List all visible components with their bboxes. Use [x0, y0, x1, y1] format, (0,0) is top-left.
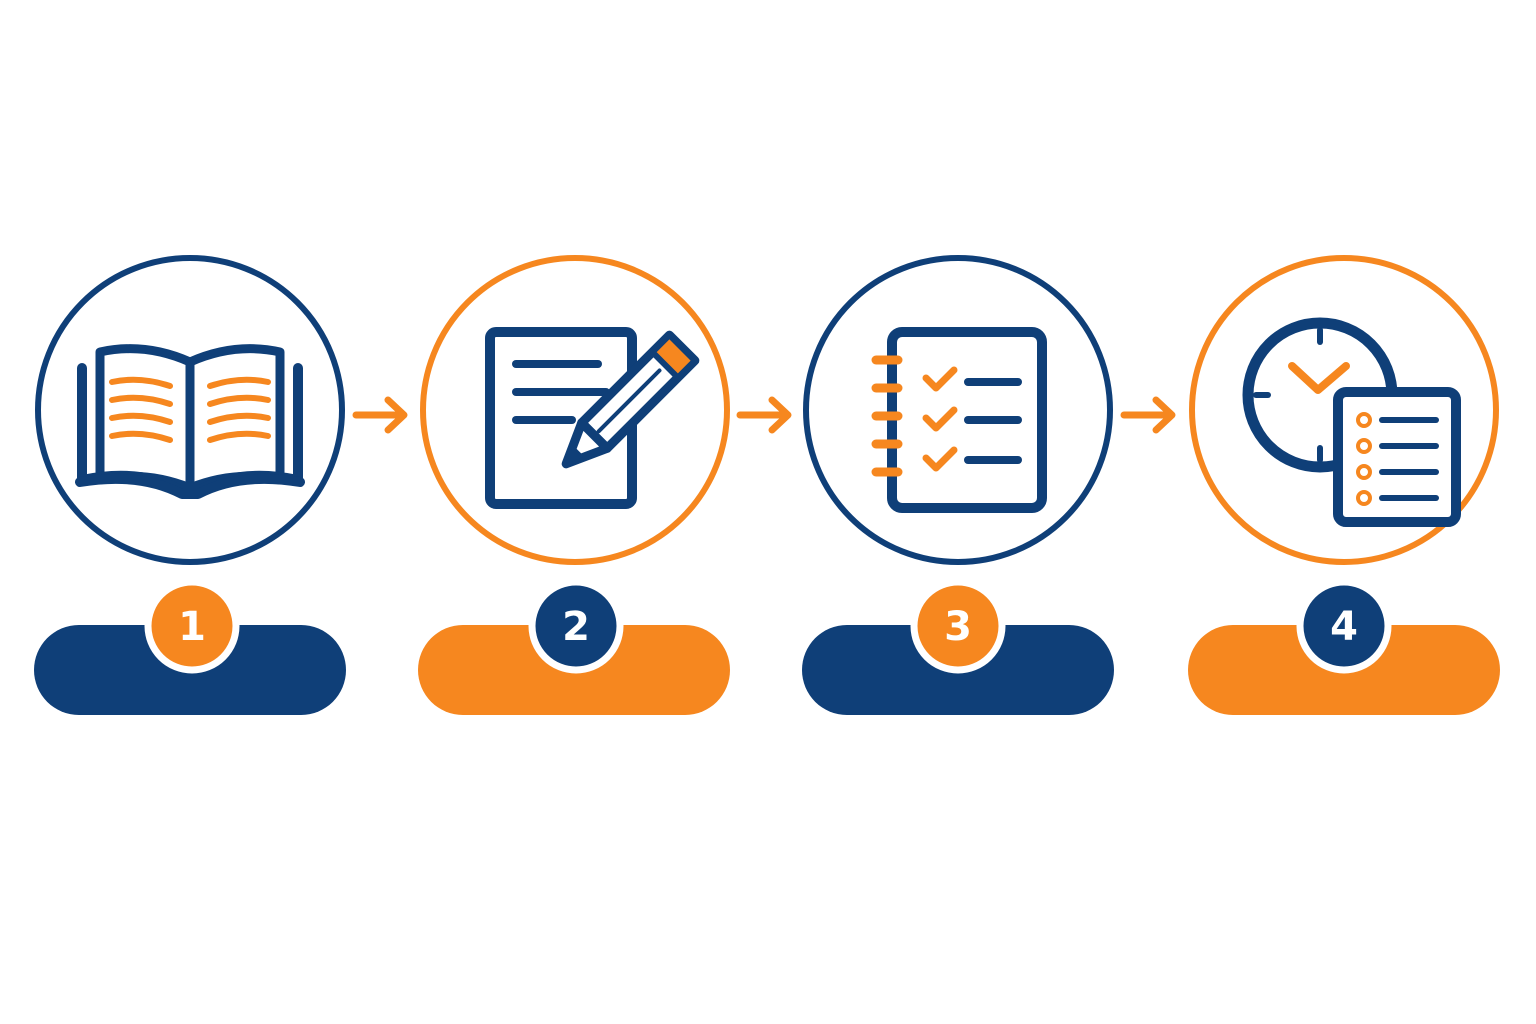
step-1-badge: [144, 578, 240, 674]
clock-schedule-icon: [1242, 317, 1461, 527]
step-3-ring: [803, 255, 1113, 565]
open-book-icon: [75, 344, 305, 499]
step-4-badge: [1296, 578, 1392, 674]
step-2-number: 2: [562, 604, 590, 650]
step-4-ring: [1189, 255, 1499, 565]
step-1: 1: [34, 255, 346, 715]
step-3-number: 3: [944, 604, 972, 650]
step-3-badge: [910, 578, 1006, 674]
arrow-right-icon: [352, 396, 408, 434]
step-1-ring: [35, 255, 345, 565]
step-2-ring: [420, 255, 730, 565]
step-4-number: 4: [1330, 604, 1358, 650]
step-4: 4: [1188, 255, 1500, 715]
step-2: 2: [418, 255, 730, 715]
arrow-right-icon: [1120, 396, 1176, 434]
step-2-badge: [528, 578, 624, 674]
arrow-right-icon: [736, 396, 792, 434]
checklist-notebook-icon: [871, 327, 1047, 513]
document-pencil-icon: [485, 327, 700, 509]
step-3: 3: [802, 255, 1114, 715]
step-1-number: 1: [178, 604, 206, 650]
